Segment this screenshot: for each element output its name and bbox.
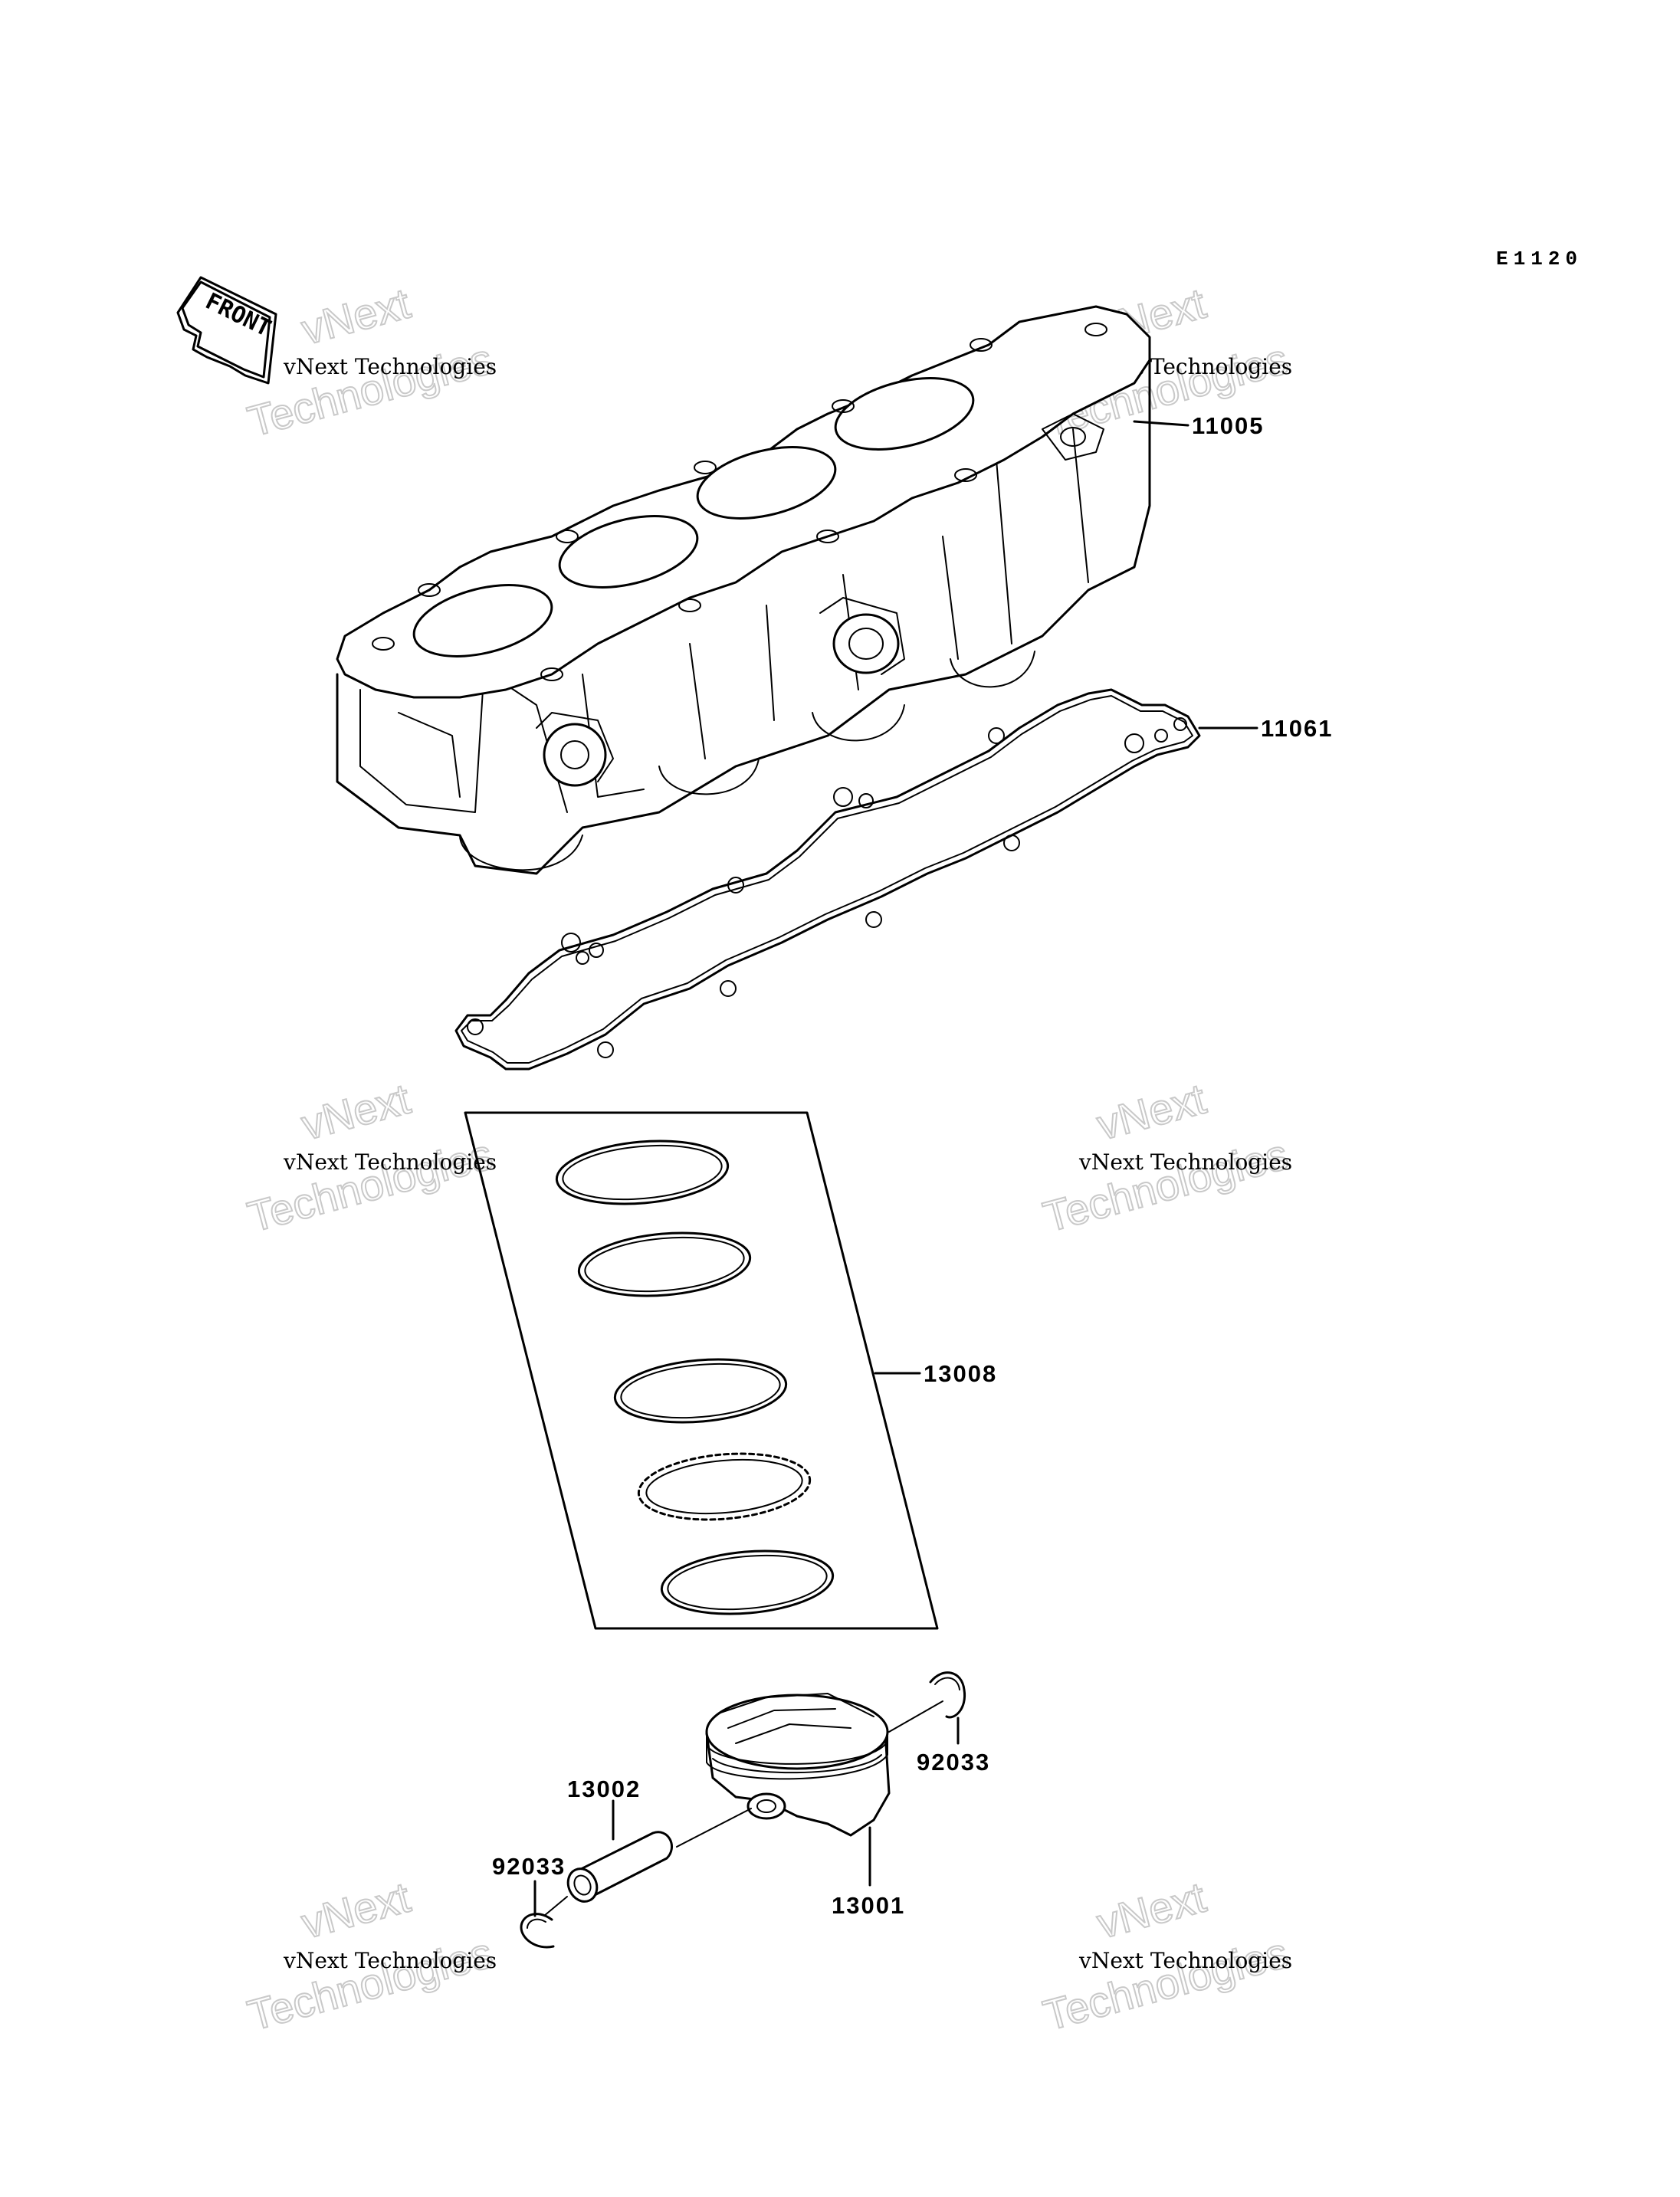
front-arrow-icon: FRONT bbox=[176, 276, 277, 385]
svg-text:Technologies: Technologies bbox=[243, 1928, 497, 2039]
svg-text:vNext Technologies: vNext Technologies bbox=[1078, 1149, 1292, 1175]
part-label-11061: 11061 bbox=[1261, 715, 1334, 742]
leader-circlip-to-pin bbox=[543, 1896, 568, 1917]
piston-ring-set bbox=[464, 1111, 939, 1630]
svg-text:vNext: vNext bbox=[297, 1873, 415, 1948]
watermark-mid-left: vNext Technologies vNext Technologies bbox=[242, 1074, 498, 1242]
part-label-13001: 13001 bbox=[832, 1892, 905, 1919]
cylinder-base-gasket bbox=[454, 688, 1201, 1071]
svg-text:vNext: vNext bbox=[297, 1074, 415, 1149]
piston-pin bbox=[566, 1831, 673, 1903]
circlip-left bbox=[520, 1913, 555, 1949]
watermark-top-left: vNext Technologies vNext Technologies bbox=[242, 278, 498, 447]
part-label-92033-left: 92033 bbox=[492, 1853, 566, 1880]
circlip-right bbox=[929, 1671, 966, 1719]
piston bbox=[705, 1693, 891, 1837]
svg-text:vNext Technologies: vNext Technologies bbox=[1078, 1948, 1292, 1973]
leader-11005 bbox=[1133, 420, 1189, 427]
watermark-bottom-right: vNext Technologies vNext Technologies bbox=[1038, 1872, 1294, 2041]
leader-circlip-right bbox=[888, 1700, 943, 1733]
cylinder-block bbox=[336, 305, 1151, 875]
diagram-code: E1120 bbox=[1496, 248, 1583, 271]
svg-text:vNext Technologies: vNext Technologies bbox=[283, 354, 497, 379]
svg-text:Technologies: Technologies bbox=[1039, 1928, 1293, 2039]
svg-text:vNext: vNext bbox=[1092, 1074, 1211, 1149]
part-label-13008: 13008 bbox=[924, 1360, 997, 1387]
svg-text:vNext: vNext bbox=[297, 279, 415, 354]
part-label-11005: 11005 bbox=[1192, 412, 1265, 439]
svg-text:vNext Technologies: vNext Technologies bbox=[283, 1149, 497, 1175]
svg-text:Technologies: Technologies bbox=[243, 334, 497, 445]
svg-text:Technologies: Technologies bbox=[1039, 1130, 1293, 1241]
leader-pin-to-piston bbox=[676, 1808, 752, 1848]
svg-text:Technologies: Technologies bbox=[243, 1130, 497, 1241]
part-label-13002: 13002 bbox=[567, 1776, 641, 1802]
part-label-92033-right: 92033 bbox=[917, 1749, 990, 1776]
watermark-mid-right: vNext Technologies vNext Technologies bbox=[1038, 1074, 1294, 1242]
svg-text:vNext Technologies: vNext Technologies bbox=[283, 1948, 497, 1973]
watermark-bottom-left: vNext Technologies vNext Technologies bbox=[242, 1872, 498, 2041]
svg-text:vNext: vNext bbox=[1092, 1873, 1211, 1948]
